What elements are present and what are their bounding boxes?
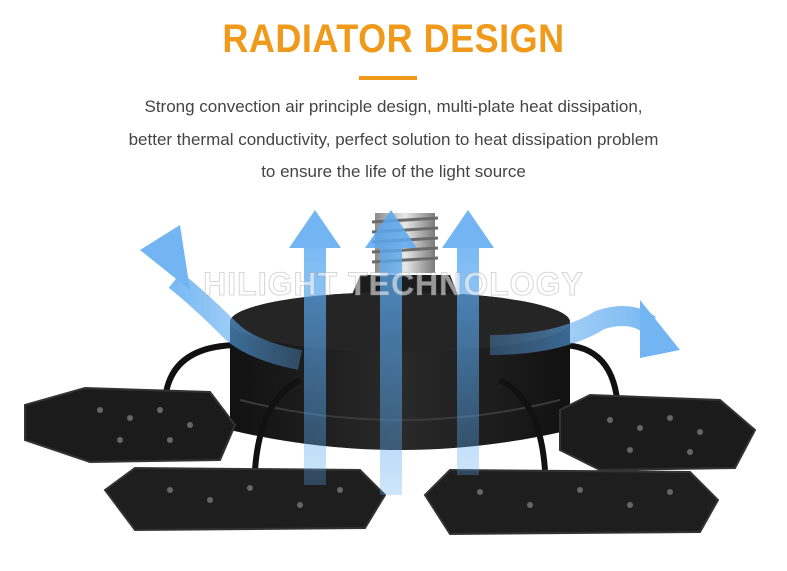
description-line-3: to ensure the life of the light source bbox=[261, 162, 526, 181]
product-illustration bbox=[24, 210, 757, 536]
title-underline bbox=[359, 76, 417, 80]
airflow-arrow-up-1 bbox=[289, 210, 341, 485]
airflow-arrow-right-curve bbox=[489, 300, 680, 358]
description-line-1: Strong convection air principle design, … bbox=[144, 97, 643, 116]
description-line-2: better thermal conductivity, perfect sol… bbox=[128, 130, 659, 149]
led-panel-front-left bbox=[103, 466, 387, 532]
led-panel-right bbox=[559, 393, 757, 472]
airflow-arrow-up-3 bbox=[442, 210, 494, 475]
section-title: RADIATOR DESIGN bbox=[222, 15, 565, 61]
watermark-text: HILIGHT TECHNOLOGY bbox=[203, 266, 584, 303]
cables bbox=[162, 342, 621, 471]
airflow-arrow-up-2 bbox=[365, 210, 417, 495]
airflow-arrow-left-curve bbox=[140, 225, 303, 370]
led-panel-left bbox=[24, 386, 237, 464]
led-panel-front-right bbox=[423, 468, 720, 536]
airflow-arrows bbox=[140, 210, 680, 495]
